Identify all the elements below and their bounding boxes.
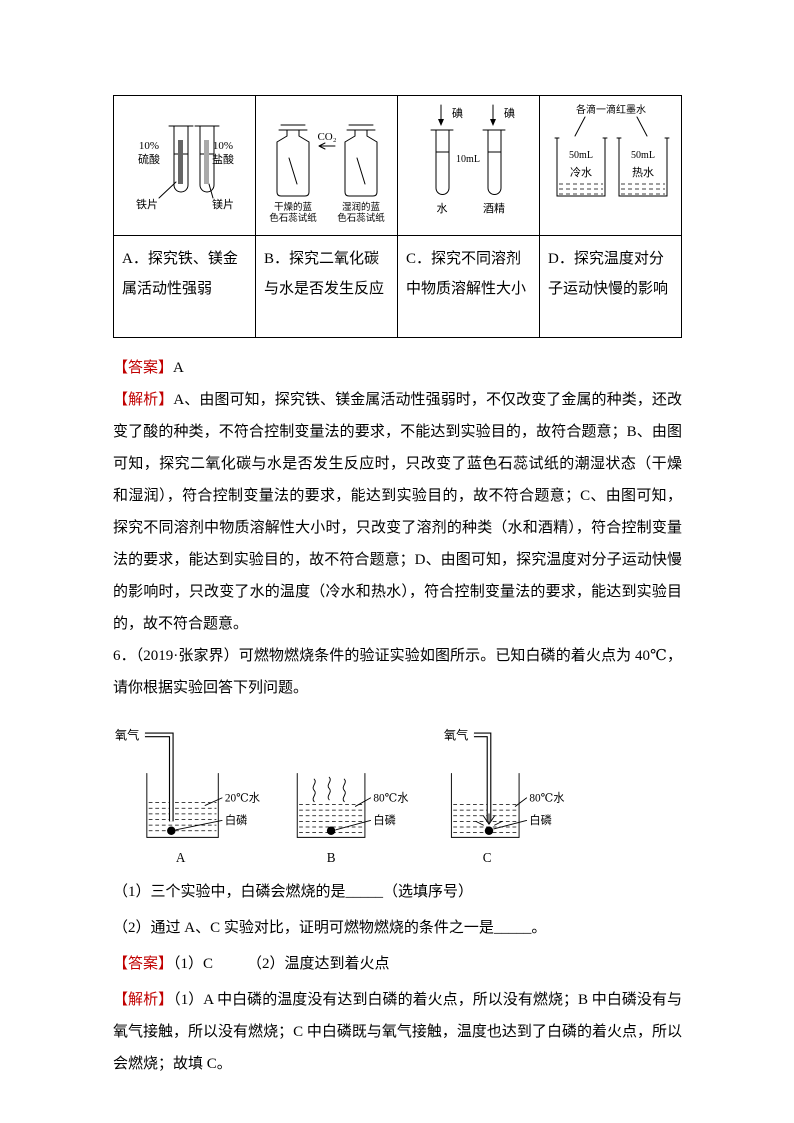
question-6-text: 6．（2019·张家界）可燃物燃烧条件的验证实验如图所示。已知白磷的着火点为 4… [113, 648, 682, 696]
oxygen-tube-c-bore [473, 733, 491, 822]
beaker-a [146, 772, 219, 838]
oxygen-tube-c [473, 732, 492, 822]
label-conc-left: 10% [138, 140, 158, 152]
label-metal-right: 镁片 [212, 197, 234, 211]
cold-water-hatch [558, 183, 603, 194]
phosphorus-b [326, 826, 336, 836]
description-row: A．探究铁、镁金属活动性强弱 B．探究二氧化碳与水是否发生反应 C．探究不同溶剂… [113, 235, 682, 338]
metal-activity-diagram: 10% 硫酸 铁片 10% 盐酸 镁片 [136, 125, 234, 211]
leader-lines-a [175, 797, 223, 831]
combustion-experiment-figure: 氧气 20℃水 白磷 A 80℃水 白磷 B 氧气 [113, 720, 682, 872]
phosphorus-a [167, 826, 176, 836]
letter-b: B [327, 850, 336, 865]
label-oxygen-c: 氧气 [444, 728, 468, 743]
iron-strip [177, 139, 183, 184]
label-cold-water: 冷水 [570, 166, 592, 179]
analysis-marker-1: 【解析】 [113, 392, 174, 408]
option-d-text: D．探究温度对分子运动快慢的影响 [548, 251, 669, 297]
letter-a: A [176, 850, 186, 865]
hot-water-hatch [620, 183, 665, 194]
cell-d-description: D．探究温度对分子运动快慢的影响 [539, 235, 682, 338]
label-phosphorus-a: 白磷 [225, 813, 248, 827]
label-iodine-left: 碘 [452, 107, 463, 120]
label-iodine-right: 碘 [504, 107, 515, 120]
label-oxygen-a: 氧气 [115, 728, 139, 743]
label-co2: CO₂ [317, 131, 336, 143]
label-acid-left: 硫酸 [138, 152, 160, 166]
experiment-comparison-table: 10% 硫酸 铁片 10% 盐酸 镁片 [113, 95, 682, 338]
letter-c: C [483, 850, 492, 865]
label-hot-water: 热水 [632, 166, 654, 179]
leader-lines-c [493, 797, 528, 830]
beaker-c [450, 772, 520, 838]
phosphorus-c [484, 826, 494, 836]
option-c-text: C．探究不同溶剂中物质溶解性大小 [406, 251, 527, 297]
cell-c-description: C．探究不同溶剂中物质溶解性大小 [397, 235, 540, 338]
arrowhead-left [437, 118, 444, 126]
beaker-b [296, 772, 366, 838]
question-6-stem: 6．（2019·张家界）可燃物燃烧条件的验证实验如图所示。已知白磷的着火点为 4… [113, 640, 682, 704]
label-wet-paper-2: 色石蕊试纸 [337, 212, 385, 224]
cell-a-description: A．探究铁、镁金属活动性强弱 [113, 235, 256, 338]
label-alcohol: 酒精 [483, 202, 505, 215]
label-water-a: 20℃水 [225, 792, 260, 805]
sub-question-2-text: （2）通过 A、C 实验对比，证明可燃物燃烧的条件之一是_____。 [113, 920, 547, 936]
cell-c-diagram: 碘 碘 10mL 水 酒精 [397, 95, 540, 236]
water-a [148, 802, 217, 832]
answer-value-2b: （2）温度达到着火点 [247, 956, 390, 972]
label-phosphorus-c: 白磷 [529, 813, 552, 827]
analysis-paragraph-2: 【解析】（1）A 中白磷的温度没有达到白磷的着火点，所以没有燃烧；B 中白磷没有… [113, 984, 682, 1080]
sub-question-1-text: （1）三个实验中，白磷会燃烧的是_____（选填序号） [113, 884, 474, 900]
label-volume: 10mL [456, 154, 480, 165]
sub-question-2: （2）通过 A、C 实验对比，证明可燃物燃烧的条件之一是_____。 [113, 912, 682, 944]
magnesium-strip [203, 139, 209, 184]
answer-marker-2: 【答案】 [113, 956, 174, 972]
arrowhead-right [489, 118, 496, 126]
diagram-row: 10% 硫酸 铁片 10% 盐酸 镁片 [113, 95, 682, 236]
analysis-paragraph-1: 【解析】A、由图可知，探究铁、镁金属活动性强弱时，不仅改变了金属的种类，还改变了… [113, 384, 682, 640]
cell-a-diagram: 10% 硫酸 铁片 10% 盐酸 镁片 [113, 95, 256, 236]
sub-question-1: （1）三个实验中，白磷会燃烧的是_____（选填序号） [113, 876, 682, 908]
leader-lines-b [335, 797, 372, 831]
iodine-arrows [440, 104, 493, 119]
label-water-c: 80℃水 [529, 792, 564, 805]
flame-burst-c [475, 813, 503, 826]
test-tubes [158, 125, 219, 198]
label-50ml-right: 50mL [631, 150, 655, 161]
label-water: 水 [436, 202, 447, 215]
answer-marker-1: 【答案】 [113, 360, 174, 376]
label-dry-paper-1: 干燥的蓝 [273, 201, 312, 213]
answer-line-1: 【答案】A [113, 352, 682, 384]
cell-d-diagram: 各滴一滴红墨水 50mL 冷水 50mL 热水 [539, 95, 682, 236]
analysis-marker-2: 【解析】 [113, 992, 174, 1008]
steam-waves-b [312, 776, 346, 803]
cell-b-description: B．探究二氧化碳与水是否发生反应 [255, 235, 398, 338]
oxygen-tube-a-bore [144, 733, 173, 822]
label-phosphorus-b: 白磷 [373, 813, 396, 827]
label-ink-drop: 各滴一滴红墨水 [576, 103, 646, 116]
answer-value-1: A [173, 360, 184, 376]
label-acid-right: 盐酸 [212, 152, 234, 166]
label-metal-left: 铁片 [136, 198, 158, 211]
phosphorus-combustion-diagram: 氧气 20℃水 白磷 A 80℃水 白磷 B 氧气 [115, 728, 565, 865]
answer-value-2a: （1）C [173, 956, 214, 972]
temperature-diffusion-diagram: 各滴一滴红墨水 50mL 冷水 50mL 热水 [554, 103, 669, 196]
answer-line-2: 【答案】（1）C （2）温度达到着火点 [113, 948, 682, 980]
beakers [554, 116, 669, 196]
label-50ml-left: 50mL [569, 150, 593, 161]
cell-b-diagram: CO₂ 干燥的蓝 色石蕊试纸 湿润的蓝 色石蕊试纸 [255, 95, 398, 236]
analysis-body-2: （1）A 中白磷的温度没有达到白磷的着火点，所以没有燃烧；B 中白磷没有与氧气接… [113, 992, 682, 1072]
solubility-diagram: 碘 碘 10mL 水 酒精 [430, 104, 515, 215]
label-wet-paper-1: 湿润的蓝 [341, 201, 380, 213]
label-dry-paper-2: 色石蕊试纸 [269, 212, 317, 224]
option-b-text: B．探究二氧化碳与水是否发生反应 [264, 251, 385, 297]
analysis-body-1: A、由图可知，探究铁、镁金属活动性强弱时，不仅改变了金属的种类，还改变了酸的种类… [113, 392, 682, 632]
label-conc-right: 10% [212, 140, 232, 152]
gas-bottles [276, 124, 377, 196]
co2-water-diagram: CO₂ 干燥的蓝 色石蕊试纸 湿润的蓝 色石蕊试纸 [269, 124, 385, 224]
option-a-text: A．探究铁、镁金属活动性强弱 [122, 251, 238, 297]
label-water-b: 80℃水 [373, 792, 408, 805]
solvent-tubes [430, 129, 505, 195]
